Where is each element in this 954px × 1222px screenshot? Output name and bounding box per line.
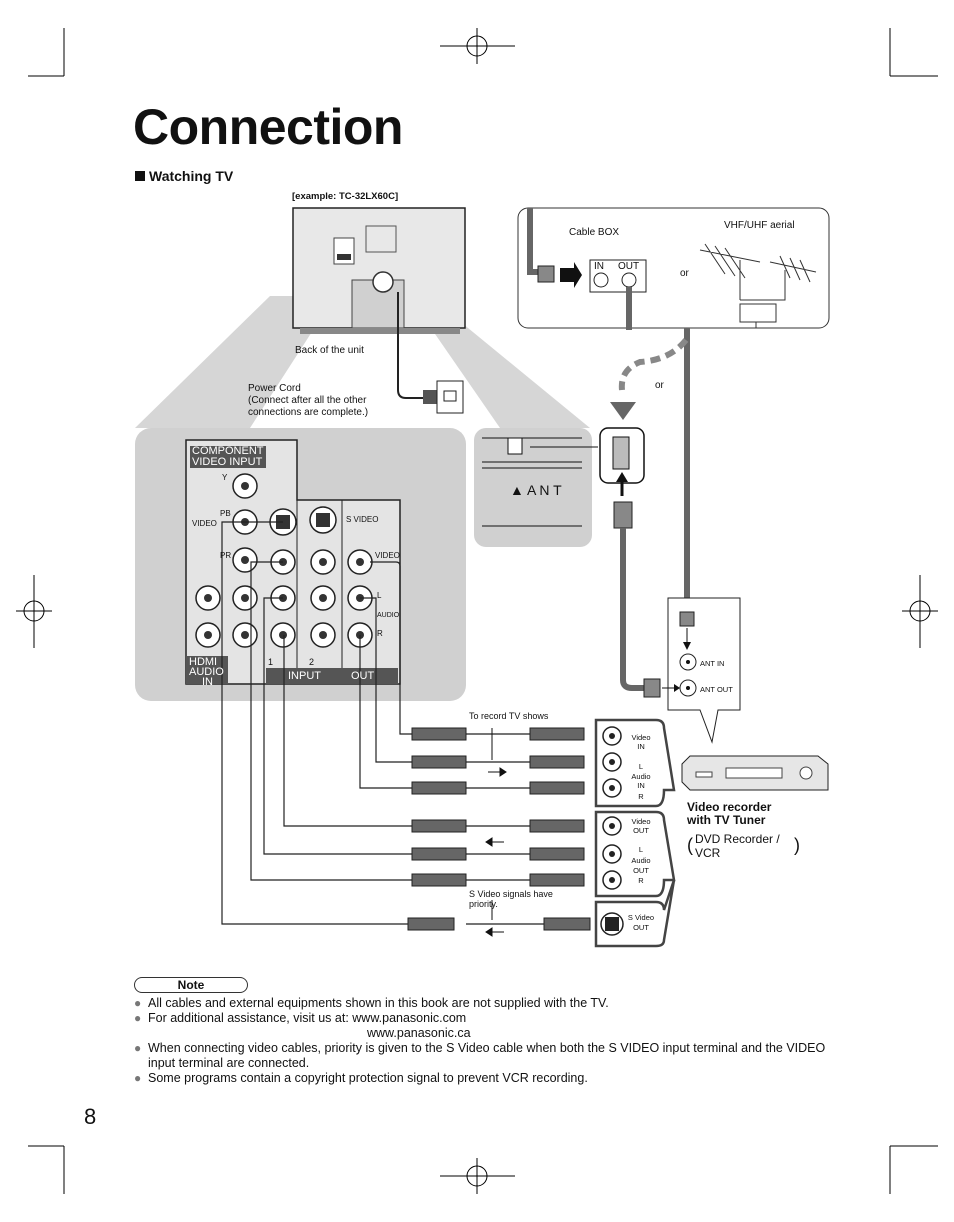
dashed-cable [618,338,689,391]
note-heading: Note [134,977,248,993]
video-in-label-1: Video [631,733,651,742]
hdmi-label-2: AUDIO [189,666,224,678]
note-item: ● www.panasonic.ca [134,1026,844,1041]
tv-back-illustration [292,207,466,334]
zoom-fan-right [415,305,590,428]
bullet-icon: ● [134,1011,142,1025]
pr-label: PR [220,551,232,560]
audio-in-label-2: IN [637,781,645,790]
audio-label: AUDIO [377,612,400,619]
video-out-label-1: Video [631,817,651,826]
vcr-device [681,755,829,791]
bullet-icon: ● [134,996,142,1010]
video-out-label-2: OUT [633,826,649,835]
signal-arrows [485,728,507,937]
zoom-fan-left [135,296,335,428]
video-side-label: VIDEO [192,519,217,528]
note-url-2: www.panasonic.ca [367,1026,471,1040]
terminal-panel-detail [185,439,401,685]
recorder-type-1: DVD Recorder / [695,832,780,846]
av-cables [221,521,544,925]
audio-out-label-1: Audio [631,856,651,865]
cable-box-label: Cable BOX [569,227,620,238]
hdmi-label-1: HDMI [189,656,218,668]
input-2-label: 2 [309,657,315,667]
power-plug [423,390,437,404]
note-text: All cables and external equipments shown… [148,996,609,1010]
recorder-type-2: VCR [695,846,721,860]
down-arrow [610,402,636,420]
component-label-2: VIDEO INPUT [192,456,263,468]
bullet-icon: ● [134,1071,142,1085]
left-paren: ( [687,835,693,855]
hdmi-label-3: IN [202,676,213,688]
out-label: OUT [351,670,375,682]
ant-label: ▲ A N T [510,482,562,498]
audio-out-label-2: OUT [633,866,649,875]
s-video-priority-1: S Video signals have [469,889,553,899]
wall-outlet [436,380,464,414]
cable-box-illustration [527,208,647,330]
recorder-title-2: with TV Tuner [687,813,766,827]
input-1-label: 1 [268,657,274,667]
note-item: ● For additional assistance, visit us at… [134,1011,844,1026]
cable-box-out-label: OUT [618,261,640,272]
l-out-label: L [638,845,644,854]
section-heading: Watching TV [135,168,233,184]
or-label-2: or [655,380,664,391]
notes-list: ● All cables and external equipments sho… [134,996,844,1086]
note-text: Some programs contain a copyright protec… [148,1071,588,1085]
r-out-label: R [638,876,644,885]
audio-in-label-1: Audio [631,772,651,781]
power-cord [397,292,425,399]
cable-box-in-label: IN [594,261,604,272]
video-in-label-2: IN [637,742,645,751]
antenna-box [517,207,830,329]
power-cord-note-2: connections are complete.) [248,407,369,418]
ant-in-label: ANT IN [700,659,725,668]
example-label: [example: TC-32LX60C] [292,191,399,202]
ant-panel-lines [482,437,598,527]
y-label: Y [222,473,228,482]
pb-label: PB [220,509,231,518]
crop-marks [16,28,938,1194]
or-label-1: or [680,268,689,279]
rf-cable [620,528,644,691]
rf-connector [613,501,633,529]
page-number: 8 [84,1104,97,1129]
l-in-label: L [638,762,644,771]
r-in-label: R [638,792,644,801]
recorder-title-1: Video recorder [687,800,772,814]
right-paren: ) [794,835,800,855]
input-label: INPUT [288,670,321,682]
page-title: Connection [133,99,403,155]
svideo-out-label-1: S Video [627,913,655,922]
rca-plugs [407,727,591,931]
ant-panel-bg [474,428,592,547]
note-item: ● All cables and external equipments sho… [134,996,844,1011]
aerial-label: VHF/UHF aerial [724,220,795,231]
note-item: ● Some programs contain a copyright prot… [134,1071,844,1086]
s-video-label: S VIDEO [346,515,379,524]
aerial-illustration [699,243,817,328]
back-of-unit-caption: Back of the unit [295,345,364,356]
bullet-icon: ● [134,1041,142,1055]
power-cord-label: Power Cord [248,383,301,394]
square-bullet-icon [135,171,145,181]
note-text: For additional assistance, visit us at: … [148,1011,467,1025]
vcr-ant-callout [667,597,741,744]
s-video-priority-2: priority. [469,899,498,909]
note-item: ● When connecting video cables, priority… [134,1041,844,1071]
component-label-1: COMPONENT [192,445,264,457]
note-text: When connecting video cables, priority i… [148,1041,826,1070]
ant-out-label: ANT OUT [700,685,733,694]
l-label: L [377,591,382,600]
section-heading-text: Watching TV [149,168,234,184]
video-out-label: VIDEO [375,551,400,560]
r-label: R [377,629,383,638]
to-record-label: To record TV shows [469,711,549,721]
svideo-out-label-2: OUT [633,923,649,932]
power-cord-note-1: (Connect after all the other [248,395,367,406]
